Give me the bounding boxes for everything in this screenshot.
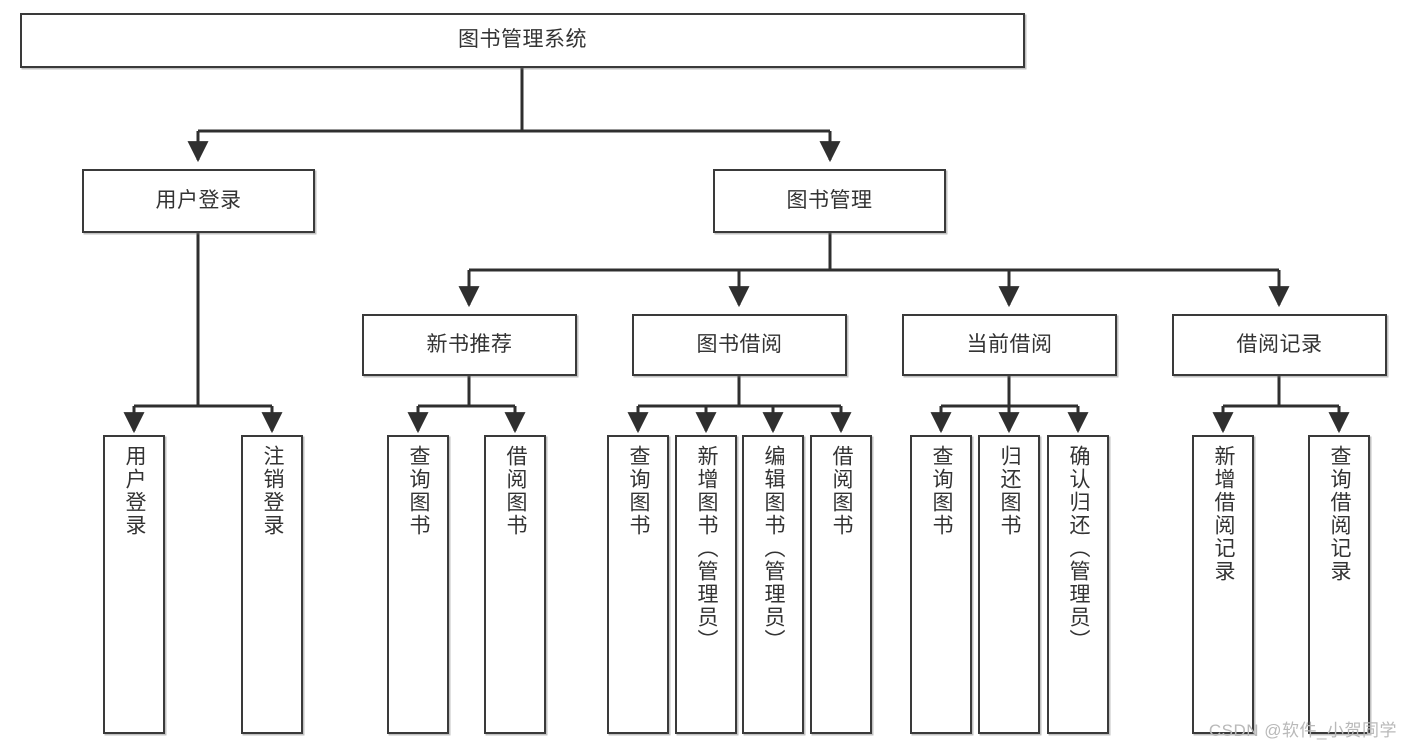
leaf-add-record-label: 新增借阅记录 xyxy=(1212,445,1236,583)
node-user-login[interactable]: 用户登录 xyxy=(82,169,315,233)
node-new-book-recommend[interactable]: 新书推荐 xyxy=(362,314,577,376)
leaf-user-login-label: 用户登录 xyxy=(123,445,147,537)
leaf-query-record-label: 查询借阅记录 xyxy=(1328,445,1352,583)
leaf-return-book-label: 归还图书 xyxy=(998,445,1022,537)
leaf-query-record[interactable]: 查询借阅记录 xyxy=(1308,435,1370,734)
node-new-book-recommend-label: 新书推荐 xyxy=(426,332,513,356)
node-borrow-record[interactable]: 借阅记录 xyxy=(1172,314,1387,376)
node-user-login-label: 用户登录 xyxy=(155,188,242,212)
leaf-confirm-return-label: 确认归还（管理员） xyxy=(1067,445,1091,652)
node-current-borrow[interactable]: 当前借阅 xyxy=(902,314,1117,376)
leaf-borrow-book-1-label: 借阅图书 xyxy=(504,445,528,537)
node-root[interactable]: 图书管理系统 xyxy=(20,13,1025,68)
node-book-borrow-label: 图书借阅 xyxy=(696,332,783,356)
node-book-manage-label: 图书管理 xyxy=(786,188,873,212)
leaf-query-book-1-label: 查询图书 xyxy=(407,445,431,537)
leaf-query-book-2-label: 查询图书 xyxy=(627,445,651,537)
leaf-confirm-return[interactable]: 确认归还（管理员） xyxy=(1047,435,1109,734)
node-borrow-record-label: 借阅记录 xyxy=(1236,332,1323,356)
leaf-logout-login[interactable]: 注销登录 xyxy=(241,435,303,734)
leaf-user-login[interactable]: 用户登录 xyxy=(103,435,165,734)
node-book-manage[interactable]: 图书管理 xyxy=(713,169,946,233)
leaf-query-book-1[interactable]: 查询图书 xyxy=(387,435,449,734)
leaf-query-book-3-label: 查询图书 xyxy=(930,445,954,537)
leaf-add-book-label: 新增图书（管理员） xyxy=(695,445,719,652)
leaf-return-book[interactable]: 归还图书 xyxy=(978,435,1040,734)
node-book-borrow[interactable]: 图书借阅 xyxy=(632,314,847,376)
leaf-edit-book-label: 编辑图书（管理员） xyxy=(762,445,786,652)
leaf-logout-login-label: 注销登录 xyxy=(261,445,285,537)
leaf-borrow-book-2[interactable]: 借阅图书 xyxy=(810,435,872,734)
node-root-label: 图书管理系统 xyxy=(458,28,587,52)
leaf-add-book[interactable]: 新增图书（管理员） xyxy=(675,435,737,734)
leaf-borrow-book-2-label: 借阅图书 xyxy=(830,445,854,537)
leaf-edit-book[interactable]: 编辑图书（管理员） xyxy=(742,435,804,734)
leaf-query-book-2[interactable]: 查询图书 xyxy=(607,435,669,734)
node-current-borrow-label: 当前借阅 xyxy=(966,332,1053,356)
watermark: CSDN @软件_小贺同学 xyxy=(1208,721,1397,740)
leaf-add-record[interactable]: 新增借阅记录 xyxy=(1192,435,1254,734)
leaf-borrow-book-1[interactable]: 借阅图书 xyxy=(484,435,546,734)
leaf-query-book-3[interactable]: 查询图书 xyxy=(910,435,972,734)
